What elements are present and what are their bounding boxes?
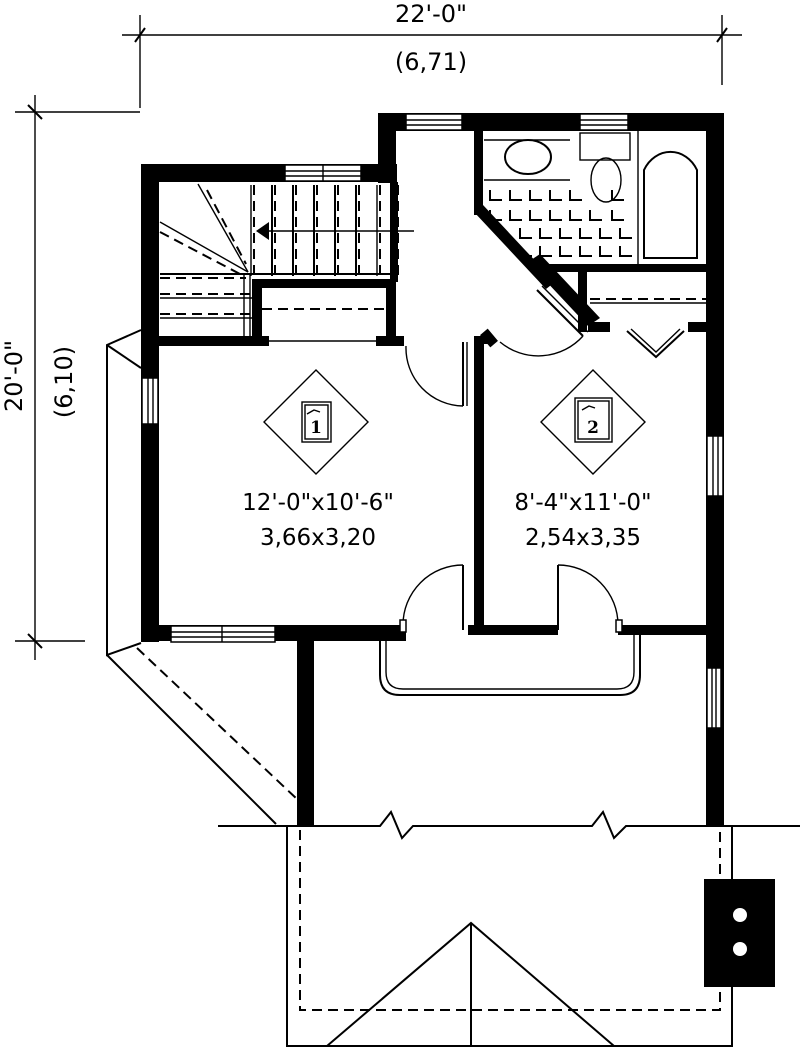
bathroom-door — [499, 285, 589, 357]
room-1-dim-imperial: 12'-0"x10'-6" — [242, 490, 394, 516]
bathroom — [484, 131, 698, 264]
stair-bedroom-wall — [159, 336, 269, 346]
toilet-icon — [590, 157, 622, 203]
room-label-bedroom-1: 1 12'-0"x10'-6" 3,66x3,20 — [242, 369, 394, 551]
interior-walls — [390, 130, 706, 632]
doors — [399, 328, 623, 633]
sink-icon — [504, 139, 552, 175]
flue-icon — [733, 942, 747, 956]
room-badge-2: 2 — [587, 418, 599, 438]
room-badge-1: 1 — [310, 418, 322, 438]
bathtub-icon — [643, 150, 698, 259]
room-1-dim-metric: 3,66x3,20 — [260, 525, 376, 551]
dimension-width: 22'-0" (6,71) — [122, 0, 742, 108]
stairs — [159, 183, 414, 340]
bay-window-outline — [106, 329, 299, 825]
flue-icon — [733, 908, 747, 922]
bifold-closet-door — [626, 330, 685, 359]
depth-metric: (6,10) — [50, 346, 78, 418]
room-2-dim-imperial: 8'-4"x11'-0" — [514, 490, 651, 516]
width-metric: (6,71) — [395, 48, 467, 76]
linen-closet — [252, 279, 396, 339]
bifold-closet-door-inner — [630, 328, 681, 353]
room-label-bedroom-2: 2 8'-4"x11'-0" 2,54x3,35 — [514, 369, 652, 551]
room-2-dim-metric: 2,54x3,35 — [525, 525, 641, 551]
wall-segment — [376, 336, 404, 346]
exterior-walls — [141, 113, 724, 827]
stair-direction-arrow-icon — [256, 222, 269, 240]
width-imperial: 22'-0" — [395, 0, 467, 28]
walk-in-closet — [379, 632, 641, 696]
chimney — [704, 879, 775, 987]
depth-imperial: 20'-0" — [0, 340, 28, 412]
dimension-depth: 20'-0" (6,10) — [0, 95, 140, 660]
windows — [141, 113, 724, 729]
